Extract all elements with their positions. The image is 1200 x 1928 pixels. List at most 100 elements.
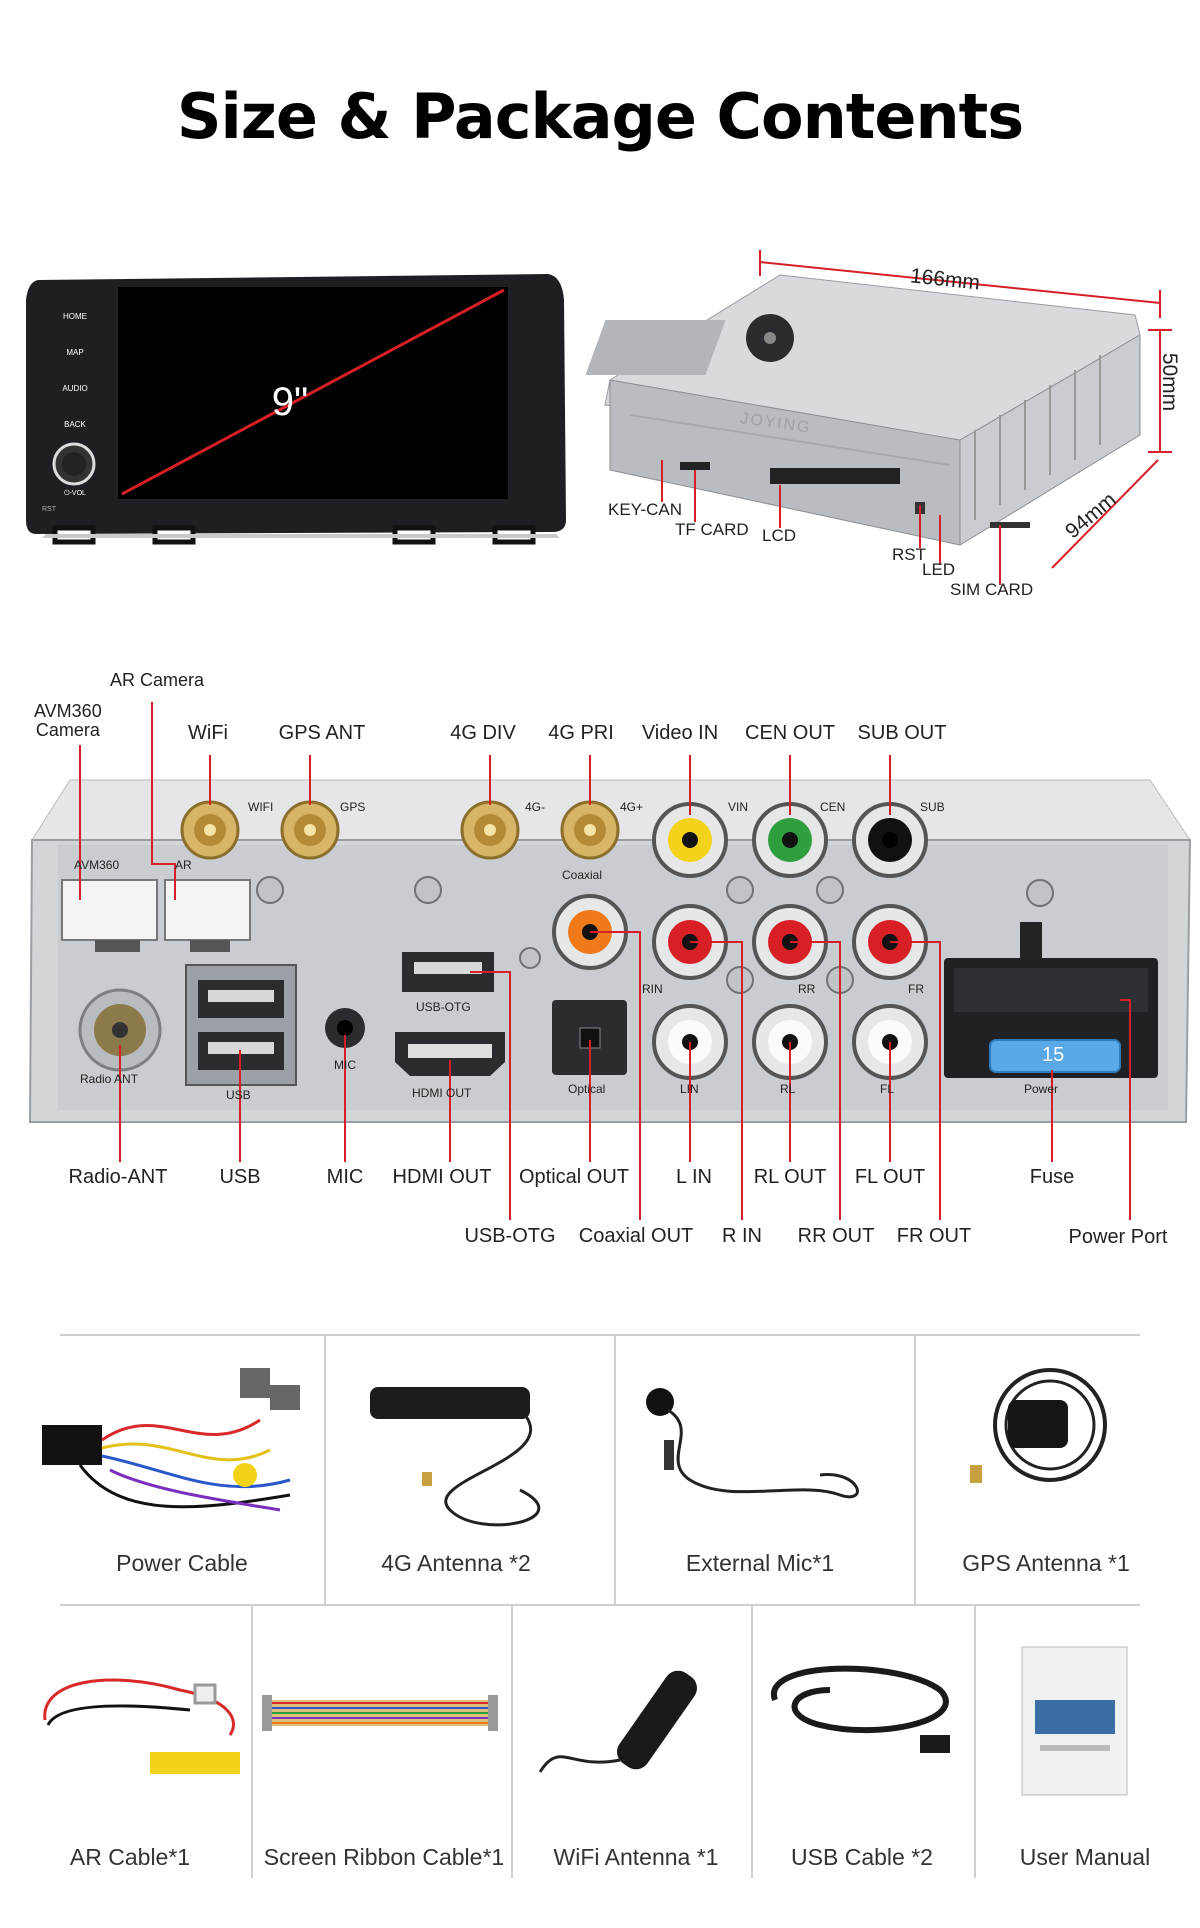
usb-otg-label: USB-OTG xyxy=(464,1225,556,1247)
dimension-height: 50mm xyxy=(1158,352,1182,412)
silk-rl: RL xyxy=(780,1082,796,1096)
head-unit xyxy=(26,274,566,545)
silk-coaxial: Coaxial xyxy=(562,868,603,882)
rr-out-label: RR OUT xyxy=(797,1225,875,1247)
silk-usb-otg: USB-OTG xyxy=(416,1000,471,1014)
silk-lin: LIN xyxy=(680,1082,699,1096)
cen-out-jack xyxy=(752,802,828,878)
audio-button: AUDIO xyxy=(62,384,88,393)
package-item-power-cable: Power Cable xyxy=(116,1550,248,1576)
gps-antenna-image xyxy=(970,1368,1107,1483)
rst-port-label: RST xyxy=(892,545,926,564)
package-item-4g-antenna: 4G Antenna *2 xyxy=(381,1550,531,1576)
fuse-label: Fuse xyxy=(1029,1166,1075,1188)
rl-out-label: RL OUT xyxy=(753,1166,827,1188)
4g-div-label: 4G DIV xyxy=(450,722,516,744)
package-item-screen-ribbon-cable: Screen Ribbon Cable*1 xyxy=(263,1844,505,1870)
wifi-antenna-image xyxy=(538,1670,697,1773)
hdmi-port xyxy=(395,1032,505,1076)
4g-pri-label: 4G PRI xyxy=(548,722,614,744)
wifi-connector xyxy=(180,800,240,860)
key-can-label: KEY-CAN xyxy=(608,500,683,519)
screen-ribbon-cable-image xyxy=(262,1695,498,1731)
optical-out-label: Optical OUT xyxy=(518,1166,630,1188)
screen-size-label: 9" xyxy=(271,380,309,424)
package-item-user-manual: User Manual xyxy=(1019,1844,1151,1870)
silk-cen: CEN xyxy=(820,800,846,814)
ar-camera-label: AR Camera xyxy=(110,670,205,690)
package-item-gps-antenna: GPS Antenna *1 xyxy=(962,1550,1130,1576)
silk-power: Power xyxy=(1024,1082,1059,1096)
silk-vin: VIN xyxy=(728,800,749,814)
silk-hdmi-out: HDMI OUT xyxy=(412,1086,472,1100)
external-mic-image xyxy=(646,1388,859,1499)
package-item-ar-cable: AR Cable*1 xyxy=(69,1844,191,1870)
power-port-label: Power Port xyxy=(1068,1226,1168,1248)
r-in-label: R IN xyxy=(722,1225,762,1247)
vol-knob-label: ⏻-VOL xyxy=(64,490,86,497)
avm360-camera-label: AVM360 Camera xyxy=(34,701,102,740)
coaxial-out-label: Coaxial OUT xyxy=(578,1225,694,1247)
package-item-wifi-antenna: WiFi Antenna *1 xyxy=(553,1844,719,1870)
4g-antenna-image xyxy=(370,1387,541,1527)
video-in-label: Video IN xyxy=(641,722,719,744)
silk-sub: SUB xyxy=(920,800,945,814)
usb-cable-image xyxy=(770,1665,950,1753)
antenna-connectors xyxy=(180,800,620,860)
page-title: Size & Package Contents xyxy=(176,80,1024,153)
lcd-label: LCD xyxy=(762,526,797,545)
package-item-external-mic: External Mic*1 xyxy=(685,1550,835,1576)
package-grid xyxy=(60,1334,1140,1878)
rst-label: RST xyxy=(42,506,56,513)
cen-out-label: CEN OUT xyxy=(745,722,835,744)
wifi-label: WiFi xyxy=(188,722,228,744)
power-cable-image xyxy=(42,1368,300,1512)
silk-gps: GPS xyxy=(340,800,366,814)
video-in-jack xyxy=(652,802,728,878)
silk-avm360: AVM360 xyxy=(74,858,120,872)
gps-connector xyxy=(280,800,340,860)
silk-rr: RR xyxy=(798,982,816,996)
tf-card-label: TF CARD xyxy=(675,520,749,539)
4g-pri-connector xyxy=(560,800,620,860)
mic-label: MIC xyxy=(326,1166,364,1188)
home-button: HOME xyxy=(63,312,87,321)
silk-radio-ant: Radio ANT xyxy=(80,1072,139,1086)
silk-fr: FR xyxy=(908,982,924,996)
rear-callout-lines xyxy=(79,702,1131,1220)
mic-jack xyxy=(325,1008,365,1048)
package-item-usb-cable: USB Cable *2 xyxy=(791,1844,933,1870)
radio-ant-connector xyxy=(78,988,162,1072)
camera-connectors xyxy=(61,879,251,952)
silk-fl: FL xyxy=(880,1082,895,1096)
fuse-value: 15 xyxy=(1042,1044,1065,1066)
silk-4g-plus: 4G+ xyxy=(620,800,644,814)
silk-wifi: WIFI xyxy=(248,800,274,814)
chassis-box xyxy=(585,274,1141,546)
dimension-lines xyxy=(759,250,1172,569)
user-manual-image xyxy=(1021,1646,1128,1796)
silk-rin: RIN xyxy=(642,982,663,996)
optical-port xyxy=(552,1000,627,1075)
silk-optical: Optical xyxy=(568,1082,606,1096)
back-button: BACK xyxy=(64,420,86,429)
usb-label: USB xyxy=(219,1166,261,1188)
silk-ar: AR xyxy=(175,858,192,872)
silk-4g-minus: 4G- xyxy=(525,800,546,814)
chassis-callouts xyxy=(661,460,1001,585)
fl-out-label: FL OUT xyxy=(854,1166,926,1188)
power-connector xyxy=(944,922,1158,1078)
gps-ant-label: GPS ANT xyxy=(278,722,366,744)
silk-mic: MIC xyxy=(334,1058,356,1072)
sub-out-label: SUB OUT xyxy=(857,722,947,744)
l-in-label: L IN xyxy=(676,1166,712,1188)
hdmi-out-label: HDMI OUT xyxy=(392,1166,492,1188)
fr-out-label: FR OUT xyxy=(896,1225,972,1247)
map-button: MAP xyxy=(66,348,84,357)
led-label: LED xyxy=(922,560,956,579)
radio-ant-label: Radio-ANT xyxy=(68,1166,168,1188)
4g-div-connector xyxy=(460,800,520,860)
screws xyxy=(256,876,1054,994)
silk-usb: USB xyxy=(226,1088,251,1102)
